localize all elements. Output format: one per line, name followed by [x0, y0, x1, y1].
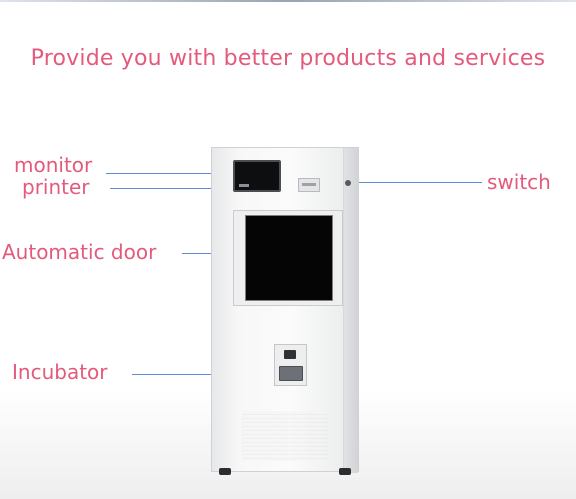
leader-line-monitor	[106, 173, 254, 174]
monitor-screen	[233, 160, 281, 192]
headline: Provide you with better products and ser…	[30, 46, 546, 71]
leader-line-printer	[110, 188, 310, 189]
caster-wheel-left	[219, 468, 231, 475]
machine-body	[211, 147, 359, 473]
printer-slot	[302, 183, 316, 186]
leader-line-switch	[348, 182, 482, 183]
top-border	[0, 0, 576, 2]
label-incubator: Incubator	[12, 360, 108, 384]
automatic-door-frame	[233, 210, 343, 306]
label-monitor: monitor	[14, 153, 93, 177]
label-automatic-door: Automatic door	[2, 240, 157, 264]
monitor-logo-icon	[239, 184, 249, 187]
printer-unit	[298, 178, 320, 192]
lower-panel	[242, 411, 328, 461]
machine-side-panel	[343, 148, 358, 473]
label-switch: switch	[487, 170, 551, 194]
label-printer: printer	[22, 175, 90, 199]
incubator-panel	[274, 344, 307, 386]
automatic-door-window	[245, 215, 333, 301]
incubator-drawer	[279, 366, 303, 381]
power-switch-icon	[345, 180, 351, 186]
caster-wheel-right	[339, 468, 351, 475]
sterilizer-machine	[211, 147, 359, 475]
incubator-indicator	[284, 350, 296, 359]
